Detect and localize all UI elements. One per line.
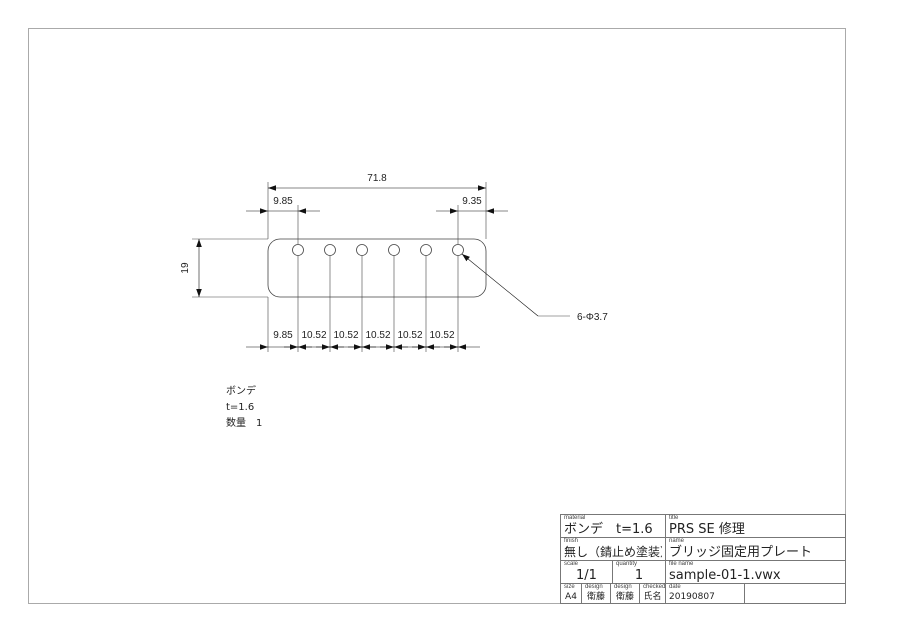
material-label: material [564, 515, 586, 521]
checked-value: 氏名 [643, 592, 662, 602]
dim-left-edge: 9.85 [273, 196, 293, 207]
design1-cell: design 衛藤 [581, 583, 611, 604]
plate-outline [267, 238, 487, 298]
hole [356, 244, 368, 256]
material-value: ボンデ t=1.6 [564, 522, 653, 537]
title-block: material ボンデ t=1.6 title PRS SE 修理 finis… [560, 514, 846, 604]
filename-value: sample-01-1.vwx [669, 568, 781, 583]
hole [388, 244, 400, 256]
blank-cell [744, 583, 846, 604]
quantity-cell: quantity 1 [612, 560, 666, 584]
finish-cell: finish 無し（錆止め塗装） [560, 537, 666, 561]
dim-height: 19 [180, 262, 191, 274]
hole [324, 244, 336, 256]
note-thickness: t=1.6 [226, 402, 255, 413]
design1-label: design [585, 584, 603, 590]
filename-label: file name [669, 561, 694, 567]
size-label: size [564, 584, 575, 590]
note-quantity: 数量 1 [226, 418, 263, 429]
dim-bottom-0: 9.85 [273, 330, 293, 341]
title-label: title [669, 515, 679, 521]
filename-cell: file name sample-01-1.vwx [665, 560, 846, 584]
dim-bottom-1: 10.52 [301, 330, 326, 341]
size-cell: size A4 [560, 583, 582, 604]
dim-right-edge: 9.35 [462, 196, 482, 207]
quantity-value: 1 [634, 568, 644, 583]
design2-value: 衛藤 [615, 592, 634, 602]
title-value: PRS SE 修理 [669, 522, 745, 537]
dim-overall-width: 71.8 [367, 173, 387, 184]
material-cell: material ボンデ t=1.6 [560, 514, 666, 538]
checked-cell: checked 氏名 [639, 583, 666, 604]
hole [420, 244, 432, 256]
date-value: 20190807 [669, 592, 715, 602]
dim-bottom-3: 10.52 [365, 330, 390, 341]
finish-label: finish [564, 538, 579, 544]
hole [452, 244, 464, 256]
quantity-label: quantity [616, 561, 638, 567]
design2-cell: design 衛藤 [610, 583, 640, 604]
dim-bottom-4: 10.52 [397, 330, 422, 341]
name-cell: name ブリッジ固定用プレート [665, 537, 846, 561]
title-cell: title PRS SE 修理 [665, 514, 846, 538]
date-cell: date 20190807 [665, 583, 745, 604]
dim-bottom-5: 10.52 [429, 330, 454, 341]
date-label: date [669, 584, 681, 590]
holes [292, 244, 464, 256]
note-material: ボンデ [226, 386, 256, 397]
dim-bottom-2: 10.52 [333, 330, 358, 341]
scale-cell: scale 1/1 [560, 560, 613, 584]
scale-value: 1/1 [576, 568, 597, 583]
design2-label: design [614, 584, 632, 590]
name-label: name [669, 538, 685, 544]
drawing-sheet-border [28, 28, 846, 604]
design1-value: 衛藤 [586, 592, 605, 602]
scale-label: scale [564, 561, 579, 567]
name-value: ブリッジ固定用プレート [669, 545, 813, 560]
size-value: A4 [565, 592, 577, 602]
finish-value: 無し（錆止め塗装） [564, 545, 662, 559]
hole [292, 244, 304, 256]
dim-hole-callout: 6-Φ3.7 [577, 312, 608, 323]
checked-label: checked [643, 584, 666, 590]
